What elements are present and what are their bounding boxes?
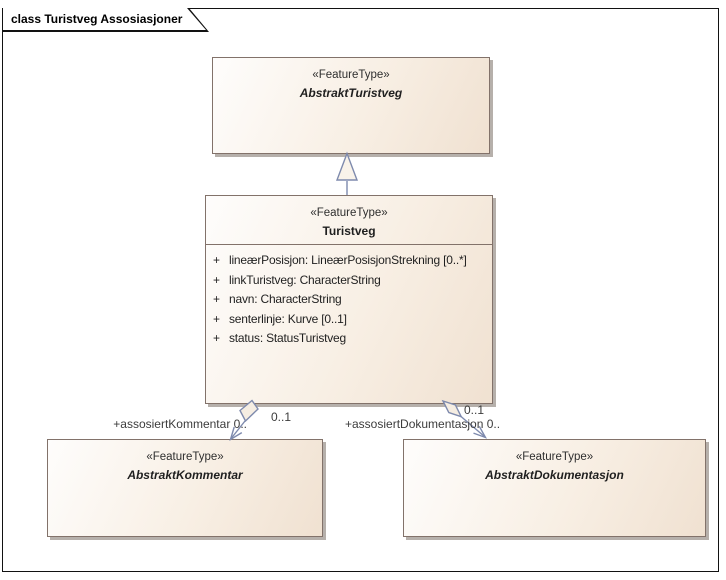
attribute-visibility: +: [213, 331, 221, 345]
stereotype-label: «FeatureType»: [146, 451, 224, 463]
attribute-text: senterlinje: Kurve [0..1]: [229, 311, 347, 326]
attribute-text: linkTuristveg: CharacterString: [229, 272, 381, 287]
multiplicity-label-dokumentasjon: 0..1: [464, 403, 485, 417]
attribute-row: + linkTuristveg: CharacterString: [206, 271, 492, 291]
diagram-frame: [2, 8, 719, 572]
class-name-abstraktturistveg: AbstraktTuristveg: [299, 86, 403, 100]
class-name-abstraktdokumentasjon: AbstraktDokumentasjon: [485, 468, 624, 482]
attribute-text: lineærPosisjon: LineærPosisjonStrekning …: [229, 253, 467, 267]
multiplicity-label-kommentar: 0..1: [271, 410, 292, 424]
diagram-title: class Turistveg Assosiasjoner: [11, 12, 183, 26]
role-label-assosiertdokumentasjon: +assosiertDokumentasjon 0..: [345, 417, 501, 431]
class-box-abstraktdokumentasjon[interactable]: «FeatureType» AbstraktDokumentasjon: [403, 439, 706, 537]
stereotype-label: «FeatureType»: [515, 451, 594, 463]
attribute-row: + status: StatusTuristveg: [206, 329, 492, 349]
attribute-row: + senterlinje: Kurve [0..1]: [206, 310, 492, 330]
attribute-visibility: +: [213, 311, 221, 326]
attribute-row: + lineærPosisjon: LineærPosisjonStreknin…: [206, 251, 492, 271]
stereotype-label: «FeatureType»: [310, 207, 388, 219]
class-box-abstraktturistveg[interactable]: «FeatureType» AbstraktTuristveg: [212, 57, 490, 154]
attribute-visibility: +: [213, 272, 221, 287]
class-name-abstraktkommentar: AbstraktKommentar: [127, 468, 243, 482]
attribute-compartment: + lineærPosisjon: LineærPosisjonStreknin…: [206, 244, 492, 403]
class-box-turistveg[interactable]: «FeatureType» Turistveg + lineærPosisjon…: [205, 195, 493, 404]
attribute-visibility: +: [213, 292, 221, 306]
diagram-title-tab-face: [3, 8, 206, 30]
attribute-text: status: StatusTuristveg: [229, 331, 347, 345]
stereotype-label: «FeatureType»: [312, 69, 390, 81]
attribute-visibility: +: [213, 253, 221, 267]
class-box-abstraktkommentar[interactable]: «FeatureType» AbstraktKommentar: [47, 439, 323, 537]
diagram-title-tab: class Turistveg Assosiasjoner: [3, 8, 209, 32]
attribute-row: + navn: CharacterString: [206, 290, 492, 310]
attribute-text: navn: CharacterString: [229, 292, 342, 306]
role-label-assosiertkommentar: +assosiertKommentar 0..: [113, 417, 247, 431]
class-name-turistveg: Turistveg: [322, 224, 376, 238]
